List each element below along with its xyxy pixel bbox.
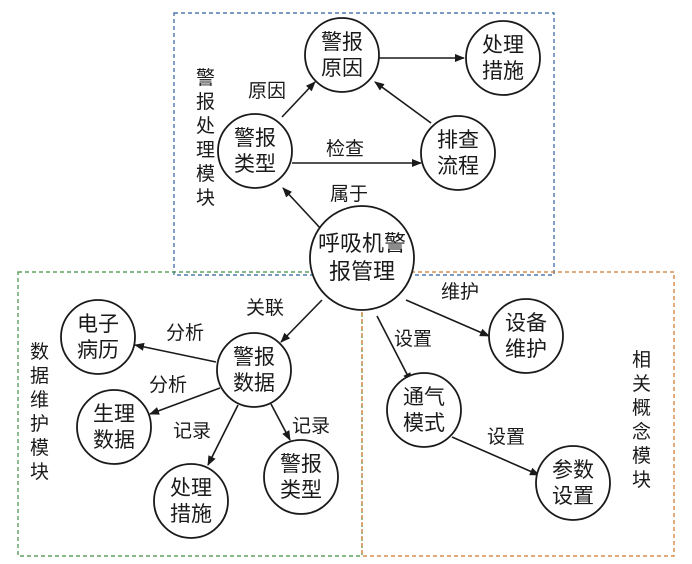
svg-text:报管理: 报管理 <box>329 260 395 285</box>
svg-text:参数: 参数 <box>552 458 594 482</box>
edge-label-record-type: 记录 <box>292 415 330 437</box>
svg-text:类型: 类型 <box>234 152 276 176</box>
svg-text:模: 模 <box>30 437 49 459</box>
svg-text:措施: 措施 <box>170 502 212 526</box>
svg-text:维护: 维护 <box>505 337 547 361</box>
svg-text:警: 警 <box>196 67 215 89</box>
svg-text:警报: 警报 <box>234 126 276 150</box>
edge-set-mode <box>376 315 412 383</box>
svg-text:块: 块 <box>632 469 651 491</box>
edge-label-maintain: 维护 <box>441 281 479 303</box>
svg-text:通气: 通气 <box>403 385 445 409</box>
alarm-processing-module-label: 警 报 处 理 模 块 <box>196 67 215 209</box>
node-alarm-cause: 警报 原因 <box>304 17 380 93</box>
svg-text:维: 维 <box>30 389 49 411</box>
node-parameter-setting: 参数 设置 <box>535 445 611 521</box>
edge-label-analyze-physio: 分析 <box>149 374 187 396</box>
svg-text:模: 模 <box>196 163 215 185</box>
svg-text:电子: 电子 <box>77 312 119 336</box>
edge-label-check: 检查 <box>326 138 364 160</box>
svg-text:设备: 设备 <box>505 311 547 335</box>
node-alarm-type-bottom: 警报 类型 <box>263 439 339 515</box>
svg-text:模式: 模式 <box>403 411 445 435</box>
svg-text:念: 念 <box>632 420 651 443</box>
svg-text:警报: 警报 <box>233 345 275 369</box>
svg-text:模: 模 <box>632 445 651 467</box>
related-concepts-module-label: 相 关 概 念 模 块 <box>632 349 651 491</box>
svg-text:排查: 排查 <box>437 128 479 152</box>
node-equipment-maintenance: 设备 维护 <box>488 298 564 374</box>
svg-text:护: 护 <box>30 413 49 435</box>
edge-associate <box>280 299 323 343</box>
svg-text:病历: 病历 <box>77 338 119 362</box>
alarm-processing-module-box <box>173 12 555 276</box>
svg-text:生理: 生理 <box>93 402 135 426</box>
node-physio-data: 生理 数据 <box>76 389 152 465</box>
edge-record-measures <box>207 404 239 466</box>
svg-text:警报: 警报 <box>321 30 363 54</box>
svg-text:报: 报 <box>196 91 215 113</box>
svg-text:处理: 处理 <box>170 476 212 500</box>
edge-maintain <box>405 299 490 337</box>
edge-label-cause: 原因 <box>248 80 286 102</box>
svg-text:数据: 数据 <box>233 371 275 395</box>
node-center-ventilator-alarm-management: 呼吸机警 报管理 <box>309 205 415 311</box>
edge-label-set-mode: 设置 <box>394 328 432 350</box>
svg-text:概: 概 <box>632 397 651 419</box>
svg-text:据: 据 <box>30 365 49 387</box>
edge-label-set-param: 设置 <box>487 426 525 448</box>
node-emr: 电子 病历 <box>60 299 136 375</box>
svg-text:块: 块 <box>30 461 49 483</box>
related-concepts-module-box <box>361 271 675 557</box>
svg-text:数据: 数据 <box>93 428 135 452</box>
edge-label-belongs-to: 属于 <box>330 183 368 205</box>
edge-analyze-physio <box>149 387 221 415</box>
svg-text:措施: 措施 <box>482 59 524 83</box>
svg-text:处: 处 <box>196 115 215 137</box>
svg-text:类型: 类型 <box>280 478 322 502</box>
svg-text:关: 关 <box>632 373 651 395</box>
edge-flow-to-cause <box>374 81 432 124</box>
svg-text:呼吸机警: 呼吸机警 <box>318 232 406 257</box>
svg-text:相: 相 <box>632 349 651 371</box>
node-alarm-type-top: 警报 类型 <box>217 113 293 189</box>
node-ventilation-mode: 通气 模式 <box>386 372 462 448</box>
edge-record-type <box>270 403 291 441</box>
edge-belongs-to <box>282 187 323 231</box>
edge-label-analyze-emr: 分析 <box>166 322 204 344</box>
data-maintenance-module-label: 数 据 维 护 模 块 <box>30 341 49 483</box>
node-handling-measures-top: 处理 措施 <box>465 20 541 96</box>
edge-label-record-measures: 记录 <box>173 420 211 442</box>
svg-text:块: 块 <box>196 187 215 209</box>
edge-label-associate: 关联 <box>246 297 284 319</box>
edge-analyze-emr <box>134 342 217 363</box>
svg-text:设置: 设置 <box>552 484 594 508</box>
svg-text:原因: 原因 <box>321 56 363 80</box>
svg-text:数: 数 <box>30 341 49 363</box>
svg-text:理: 理 <box>196 139 215 161</box>
svg-text:警报: 警报 <box>280 452 322 476</box>
node-troubleshoot-flow: 排查 流程 <box>420 115 496 191</box>
edge-set-param <box>451 436 540 476</box>
node-alarm-data: 警报 数据 <box>216 332 292 408</box>
node-handling-measures-bottom: 处理 措施 <box>153 463 229 539</box>
svg-text:处理: 处理 <box>482 33 524 57</box>
svg-text:流程: 流程 <box>437 154 479 178</box>
edge-type-to-cause <box>281 81 316 118</box>
